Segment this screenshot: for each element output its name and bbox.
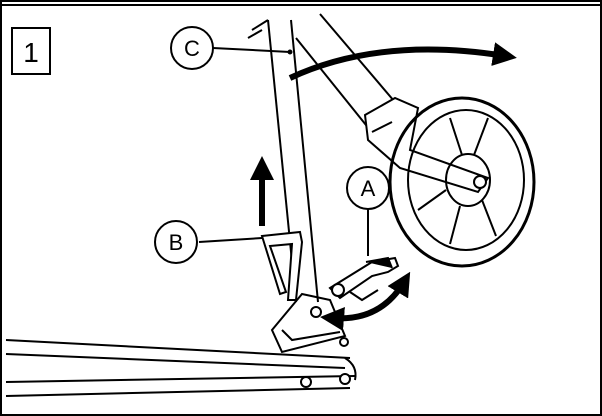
front-wheel (388, 96, 536, 268)
scooter-deck (5, 339, 357, 397)
fold-direction-arrow (288, 42, 517, 81)
callout-b-label: B (169, 230, 184, 255)
deck-bolts (300, 337, 351, 388)
callout-b: B (154, 220, 198, 264)
callout-a: A (346, 166, 390, 210)
callout-leaders (198, 47, 369, 256)
folding-handle (260, 230, 304, 301)
release-lever (328, 256, 400, 302)
hinge-block (270, 292, 347, 354)
callout-c-label: C (184, 36, 200, 61)
stem-tube (247, 19, 319, 303)
step-number: 1 (23, 37, 39, 68)
step-number-box: 1 (11, 27, 51, 75)
front-fork (295, 13, 490, 194)
rotate-lever-arrow (320, 271, 411, 331)
callout-c: C (170, 26, 214, 70)
callout-a-label: A (361, 176, 376, 201)
